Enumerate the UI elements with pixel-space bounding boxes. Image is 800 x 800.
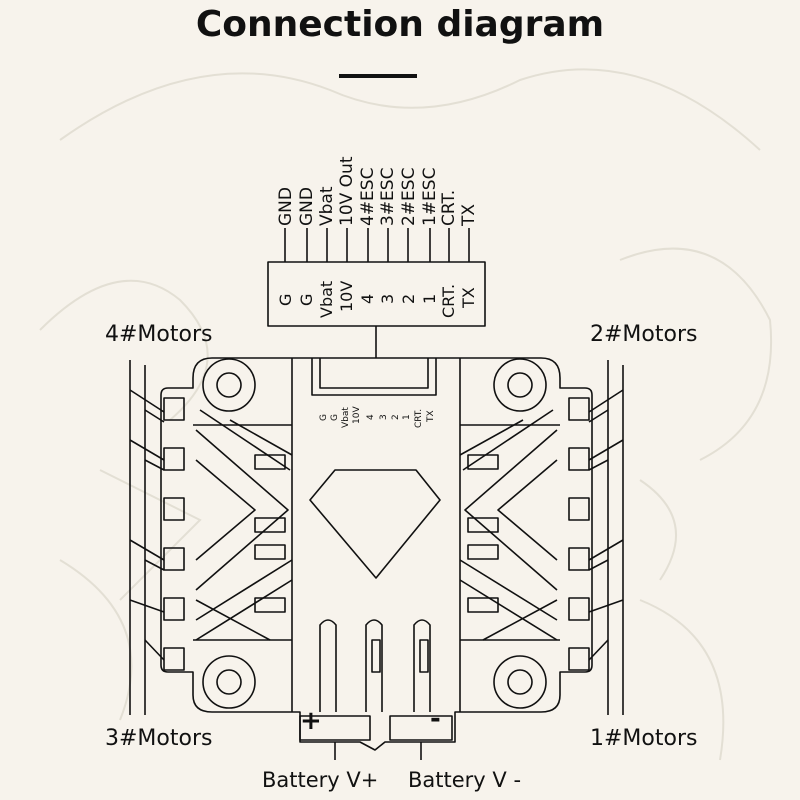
connector-wires	[284, 228, 470, 262]
right-motor-pads	[568, 397, 590, 671]
plug-label-crt: CRT.	[439, 283, 458, 318]
wire-label-vbat: Vbat	[317, 186, 337, 226]
left-heatsink	[193, 409, 293, 641]
wire-label-crt: CRT.	[439, 189, 459, 226]
board-label-2: 2	[391, 414, 401, 420]
motor-label-1: 1#Motors	[590, 726, 698, 751]
plug-label-1: 1	[420, 293, 439, 304]
wire-label-esc2: 2#ESC	[399, 167, 419, 226]
wire-label-gnd-2: GND	[297, 187, 317, 226]
board-outline	[160, 357, 593, 751]
battery-negative-pad	[389, 715, 453, 741]
wire-label-esc4: 4#ESC	[358, 167, 378, 226]
board-label-10v: 10V	[352, 406, 362, 424]
plug-label-4: 4	[358, 293, 377, 304]
plug-label-3: 3	[378, 293, 397, 304]
diamond-logo	[309, 469, 441, 579]
battery-negative-label: Battery V -	[408, 768, 522, 792]
wire-label-tx: TX	[459, 203, 479, 226]
left-motor-pads	[163, 397, 185, 671]
diagram-title: Connection diagram	[195, 4, 605, 45]
wire-label-esc1: 1#ESC	[420, 167, 440, 226]
board-label-crt: CRT.	[414, 408, 424, 428]
motor-label-2: 2#Motors	[590, 322, 698, 347]
motor-wires-right	[588, 360, 624, 715]
board-label-4: 4	[366, 414, 376, 420]
wire-label-gnd-1: GND	[276, 187, 296, 226]
plug-label-10v: 10V	[337, 280, 356, 312]
wire-label-esc3: 3#ESC	[378, 167, 398, 226]
board-label-tx: TX	[426, 410, 436, 422]
plug-label-g-2: G	[297, 293, 316, 306]
board-label-vbat: Vbat	[341, 407, 351, 428]
battery-plus-sign: +	[300, 706, 322, 736]
motor-label-4: 4#Motors	[105, 322, 213, 347]
title-underline	[339, 74, 417, 78]
motor-wires-left	[129, 360, 165, 715]
wire-label-10v-out: 10V Out	[337, 156, 357, 227]
plug-label-tx: TX	[459, 287, 478, 308]
board-label-1: 1	[402, 414, 412, 420]
board-label-3: 3	[379, 414, 389, 420]
right-heatsink	[459, 409, 560, 641]
board-label-g-1: G	[319, 414, 329, 421]
plug-label-vbat: Vbat	[317, 280, 336, 318]
plug-label-g-1: G	[276, 293, 295, 306]
battery-positive-pad	[299, 715, 371, 741]
motor-label-3: 3#Motors	[105, 726, 213, 751]
board-label-g-2: G	[330, 414, 340, 421]
battery-minus-sign: -	[430, 704, 441, 734]
battery-positive-label: Battery V+	[262, 768, 379, 792]
plug-label-2: 2	[399, 293, 418, 304]
